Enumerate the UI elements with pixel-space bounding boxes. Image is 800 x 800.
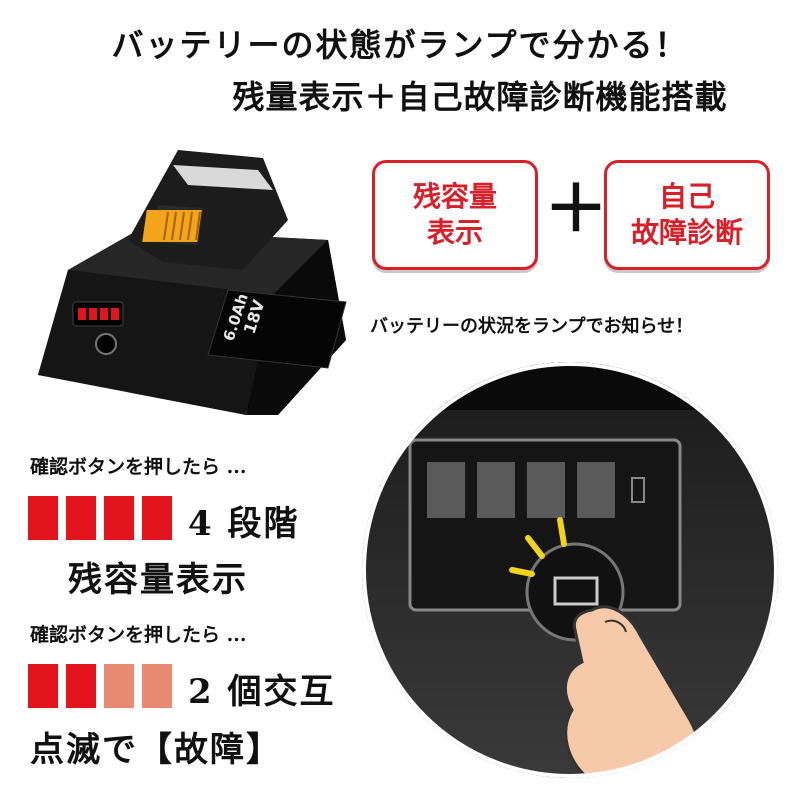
section1-result-line1: 4 段階 [188, 504, 300, 544]
badge-left-line1: 残容量 [412, 180, 497, 213]
lamp-closeup-photo [362, 362, 778, 778]
section2-lead: 確認ボタンを押したら ... [30, 624, 247, 646]
headline-line1: バッテリーの状態がランプで分かる！ [111, 26, 689, 64]
badge-self-diagnosis: 自己 故障診断 [604, 160, 770, 270]
lamp-bar-lit [28, 496, 58, 540]
section2-result-line2: 点滅で【故障】 [30, 730, 282, 770]
badge-left-line2: 表示 [426, 216, 483, 249]
lamp-bar-lit [66, 496, 96, 540]
headline-line2: 残量表示＋自己故障診断機能搭載 [232, 78, 728, 116]
lamp-bar-faded [104, 664, 134, 708]
section2-result-line1: 2 個交互 [188, 672, 336, 712]
lamp-bar-lit [142, 496, 172, 540]
battery-illustration: 6.0Ah 18V [38, 150, 347, 415]
plus-sign: ＋ [544, 172, 608, 247]
subcaption: バッテリーの状況をランプでお知らせ！ [370, 316, 694, 337]
badge-remaining-display: 残容量 表示 [372, 160, 538, 270]
section2-bars [28, 664, 172, 708]
section1-lead: 確認ボタンを押したら ... [30, 456, 247, 478]
section1-result-line2: 残容量表示 [68, 560, 248, 600]
lamp-bar-lit [28, 664, 58, 708]
section1-bars [28, 496, 172, 540]
lamp-bar-faded [142, 664, 172, 708]
lamp-bar-lit [104, 496, 134, 540]
lamp-bar-lit [66, 664, 96, 708]
badge-right-line2: 故障診断 [630, 216, 743, 249]
badge-right-line1: 自己 [658, 180, 715, 213]
